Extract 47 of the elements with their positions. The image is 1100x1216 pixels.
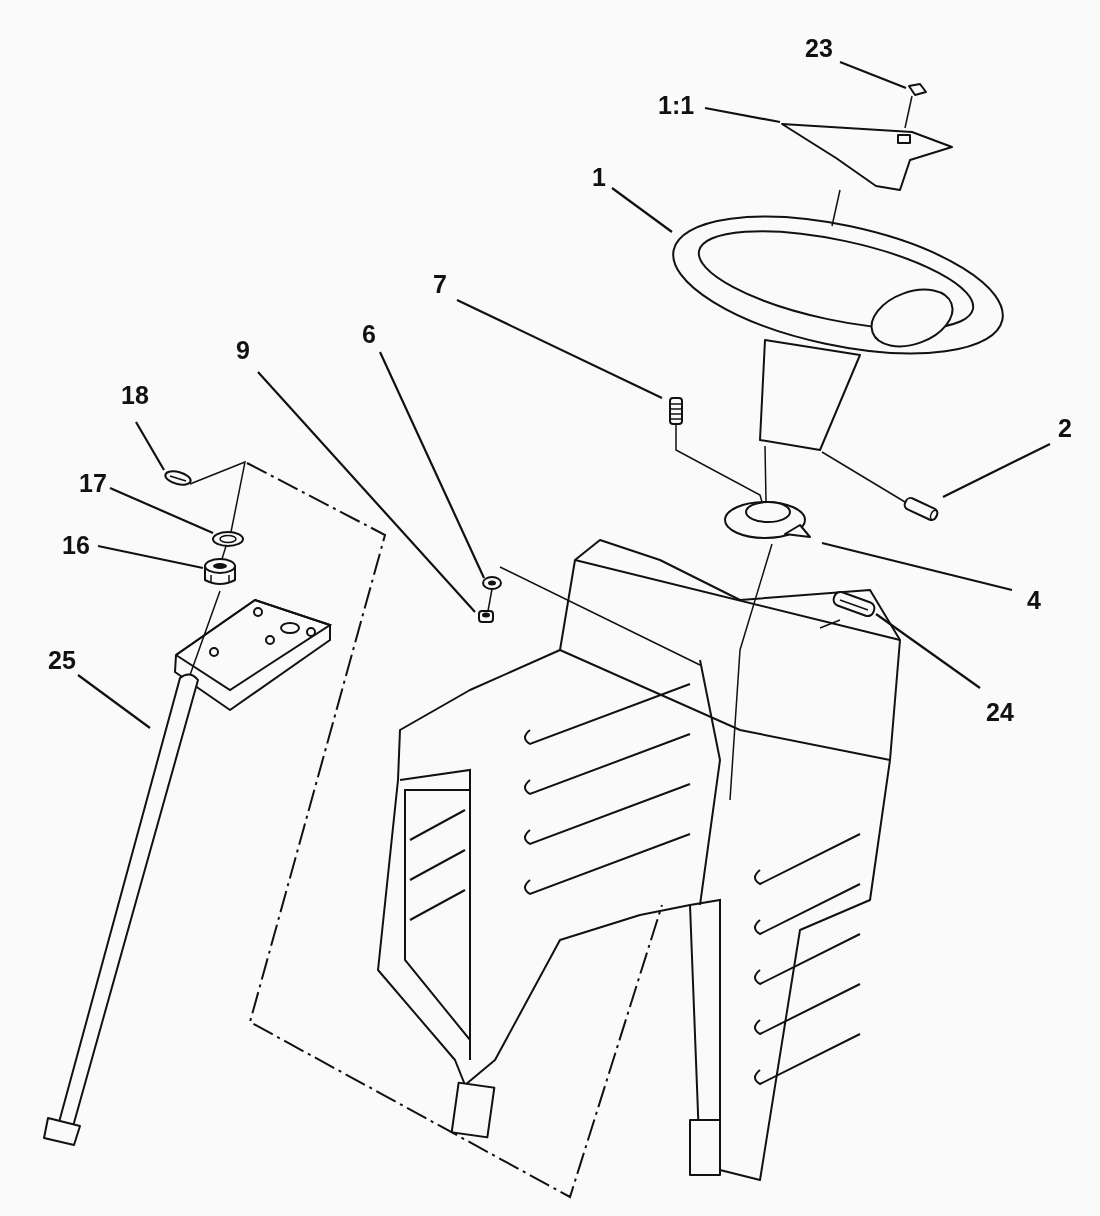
centre-line [904,95,913,129]
callout-number: 4 [1027,588,1041,613]
bushing-drawing [204,558,236,585]
callout-number: 25 [48,648,76,673]
callout-number: 2 [1058,416,1072,441]
part-drawing [43,673,199,1146]
callout-number: 24 [986,700,1014,725]
centre-line [821,451,906,503]
leader-line [839,60,907,90]
part-drawing [669,397,683,425]
centre-line [487,588,493,612]
leader-line [875,613,981,689]
callout-number: 9 [236,338,250,363]
callout-number: 7 [433,272,447,297]
callout-number: 17 [79,471,107,496]
leader-line [77,674,151,729]
part-drawing [164,470,192,486]
centre-line [764,445,767,502]
leader-line [942,443,1051,498]
leader-line [109,487,214,534]
leader-line [704,106,781,124]
centre-line [831,189,841,227]
leader-line [97,544,204,570]
callout-number: 1 [592,165,606,190]
callout-number: 1:1 [658,93,695,118]
leader-line [456,299,663,399]
part-drawing [212,531,244,547]
part-drawing [781,123,953,191]
callout-number: 18 [121,383,149,408]
part-drawing [672,215,1004,451]
leader-line [135,421,165,471]
part-drawing [478,610,494,623]
leader-line [257,371,476,613]
centre-line [675,424,763,503]
leader-line [821,541,1013,592]
callout-number: 16 [62,533,90,558]
part-drawing [724,501,811,539]
part-drawing [482,576,502,590]
callout-number: 23 [805,36,833,61]
centre-line [189,590,221,676]
callout-number: 6 [362,322,376,347]
centre-line [221,545,227,560]
part-drawing [908,83,927,96]
part-drawing [830,589,878,619]
leader-line [611,187,673,233]
leader-line [379,351,485,579]
centre-line [189,460,246,533]
